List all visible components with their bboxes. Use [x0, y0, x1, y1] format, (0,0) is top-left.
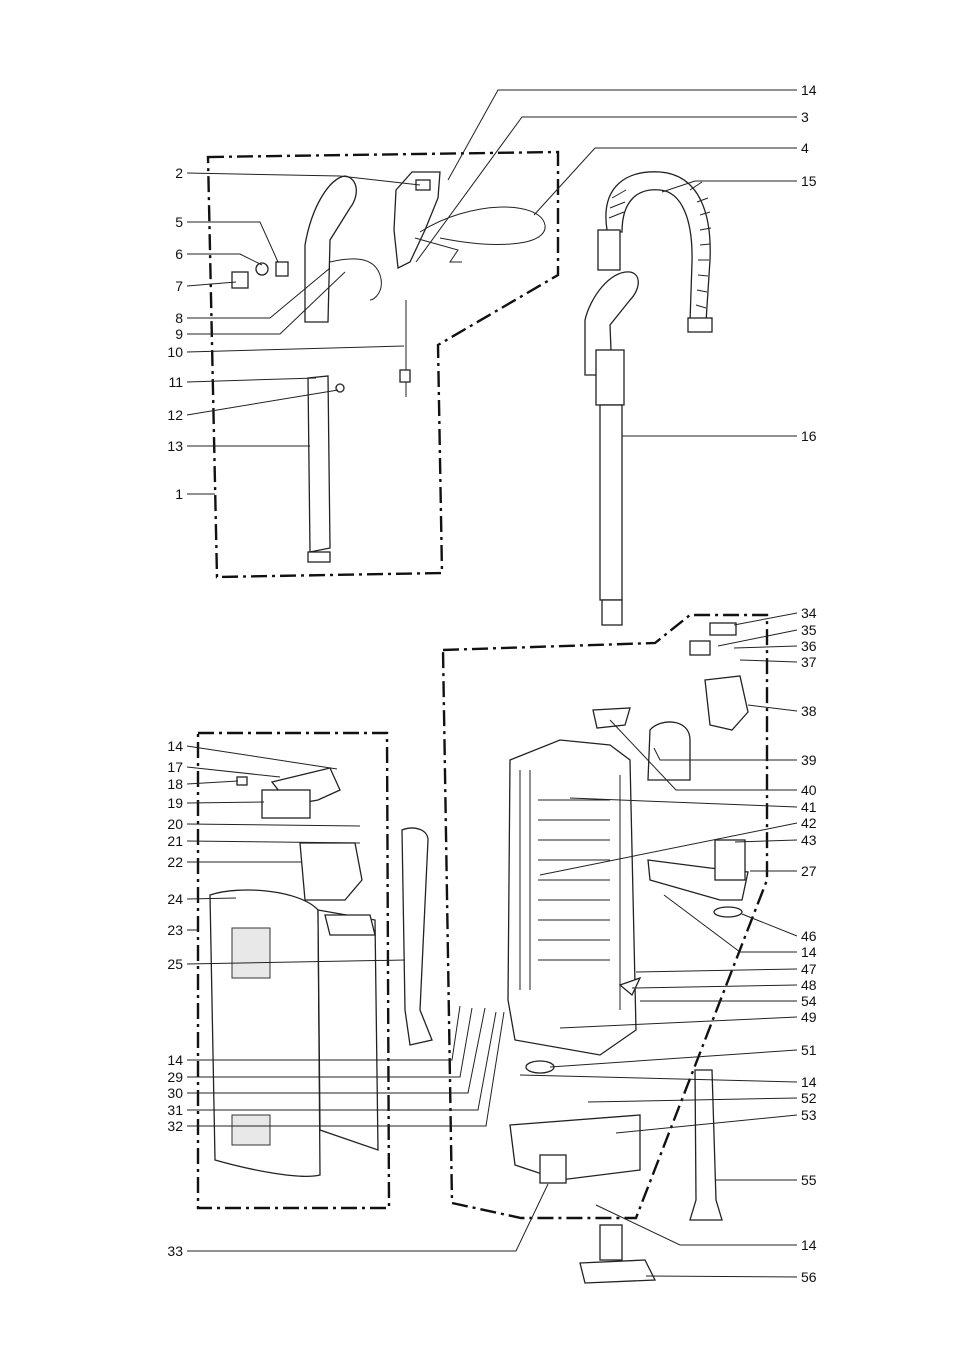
callout-52: 52	[801, 1090, 817, 1106]
callout-5: 5	[175, 214, 183, 230]
callout-12: 12	[167, 407, 183, 423]
callout-29: 29	[167, 1069, 183, 1085]
callout-37: 37	[801, 654, 817, 670]
callouts-right: 14 3 4 15 16 34 35 36 37 38 39 40 41 42 …	[801, 82, 817, 1285]
callout-14: 14	[167, 738, 183, 754]
hose-and-wand	[585, 172, 712, 625]
callout-35: 35	[801, 622, 817, 638]
callout-54: 54	[801, 993, 817, 1009]
callout-14: 14	[801, 1237, 817, 1253]
callout-22: 22	[167, 854, 183, 870]
callout-55: 55	[801, 1172, 817, 1188]
callout-8: 8	[175, 310, 183, 326]
callout-51: 51	[801, 1042, 817, 1058]
callout-13: 13	[167, 438, 183, 454]
cover-assembly	[210, 768, 432, 1176]
callout-34: 34	[801, 605, 817, 621]
callout-43: 43	[801, 832, 817, 848]
callout-47: 47	[801, 961, 817, 977]
callout-9: 9	[175, 326, 183, 342]
callout-10: 10	[167, 344, 183, 360]
callout-56: 56	[801, 1269, 817, 1285]
callout-17: 17	[167, 759, 183, 775]
group-boundary-handle	[208, 152, 558, 577]
callout-30: 30	[167, 1085, 183, 1101]
main-housing	[508, 623, 748, 1283]
callout-4: 4	[801, 140, 809, 156]
callout-7: 7	[175, 278, 183, 294]
callout-2: 2	[175, 165, 183, 181]
callout-49: 49	[801, 1009, 817, 1025]
handle-assembly	[232, 172, 545, 562]
callout-14: 14	[801, 944, 817, 960]
callout-14: 14	[801, 82, 817, 98]
callout-1: 1	[175, 486, 183, 502]
callout-36: 36	[801, 638, 817, 654]
callouts-left: 2 5 6 7 8 9 10 11 12 13 1 14 17 18 19 20…	[167, 165, 183, 1259]
callout-48: 48	[801, 977, 817, 993]
callout-19: 19	[167, 795, 183, 811]
callout-14: 14	[167, 1052, 183, 1068]
callout-11: 11	[168, 374, 183, 390]
callout-38: 38	[801, 703, 817, 719]
callout-39: 39	[801, 752, 817, 768]
callout-42: 42	[801, 815, 817, 831]
callout-25: 25	[167, 956, 183, 972]
callout-14: 14	[801, 1074, 817, 1090]
callout-15: 15	[801, 173, 817, 189]
callout-27: 27	[801, 863, 817, 879]
callout-46: 46	[801, 928, 817, 944]
callout-40: 40	[801, 782, 817, 798]
callout-24: 24	[167, 891, 183, 907]
callout-53: 53	[801, 1107, 817, 1123]
callout-16: 16	[801, 428, 817, 444]
callout-32: 32	[167, 1118, 183, 1134]
callout-20: 20	[167, 816, 183, 832]
callout-18: 18	[167, 776, 183, 792]
callout-41: 41	[801, 799, 817, 815]
callout-23: 23	[167, 922, 183, 938]
callout-31: 31	[167, 1102, 183, 1118]
callout-3: 3	[801, 109, 809, 125]
callout-6: 6	[175, 246, 183, 262]
callout-21: 21	[167, 833, 183, 849]
callout-33: 33	[167, 1243, 183, 1259]
